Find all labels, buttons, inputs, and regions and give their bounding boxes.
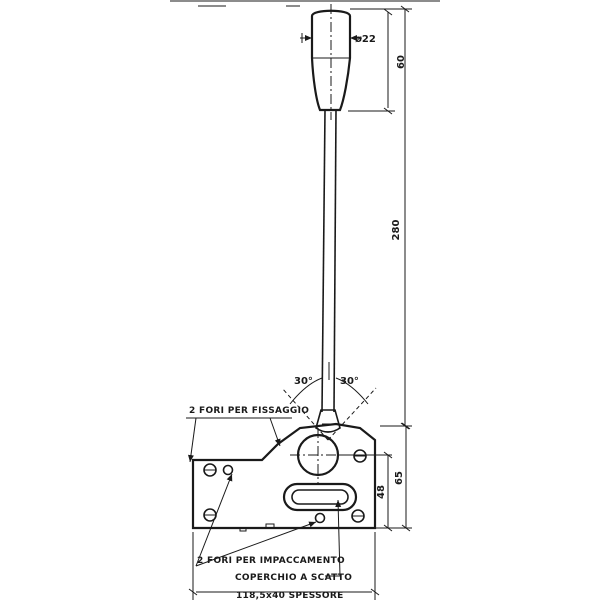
base-tabs (239, 523, 275, 532)
leader-snap-cover (325, 499, 342, 577)
fixing-hole-top-right (353, 449, 367, 463)
snap-cover (282, 482, 358, 512)
height-48-label: 48 (376, 485, 387, 499)
leader-locking-holes (195, 473, 317, 567)
locking-hole-lower (314, 512, 326, 524)
leader-fixing-holes (186, 417, 292, 463)
lever-pivot (315, 409, 341, 433)
snap-cover-label: COPERCHIO A SCATTO (235, 573, 352, 583)
dimension-height-48 (338, 451, 393, 532)
height-65-label: 65 (394, 471, 405, 485)
lever-rod (321, 109, 337, 413)
base-plate (191, 422, 377, 530)
frame-top (170, 0, 440, 7)
dimension-height-65 (401, 422, 411, 532)
dimension-knob-diameter (300, 33, 362, 43)
fixing-hole-bottom-right (351, 509, 365, 523)
locking-holes-label: 2 FORI PER IMPACCAMENTO (197, 556, 345, 566)
fixing-hole-top-left (203, 463, 217, 477)
dimension-plate-size (188, 532, 380, 600)
angle-indicators (281, 362, 377, 441)
angle-right-label: 30° (340, 376, 359, 387)
dimension-knob-length (383, 8, 393, 115)
pivot-boss (290, 428, 346, 484)
angle-left-label: 30° (294, 376, 313, 387)
fixing-holes-label: 2 FORI PER FISSAGGIO (189, 406, 309, 416)
knob-diameter-label: ø22 (355, 34, 376, 45)
knob-length-label: 60 (396, 55, 407, 69)
dimension-lever-length (400, 5, 410, 430)
lever-length-label: 280 (391, 220, 402, 241)
plate-size-label: 118,5x40 SPESSORE (236, 591, 344, 601)
locking-hole-upper (222, 464, 234, 476)
